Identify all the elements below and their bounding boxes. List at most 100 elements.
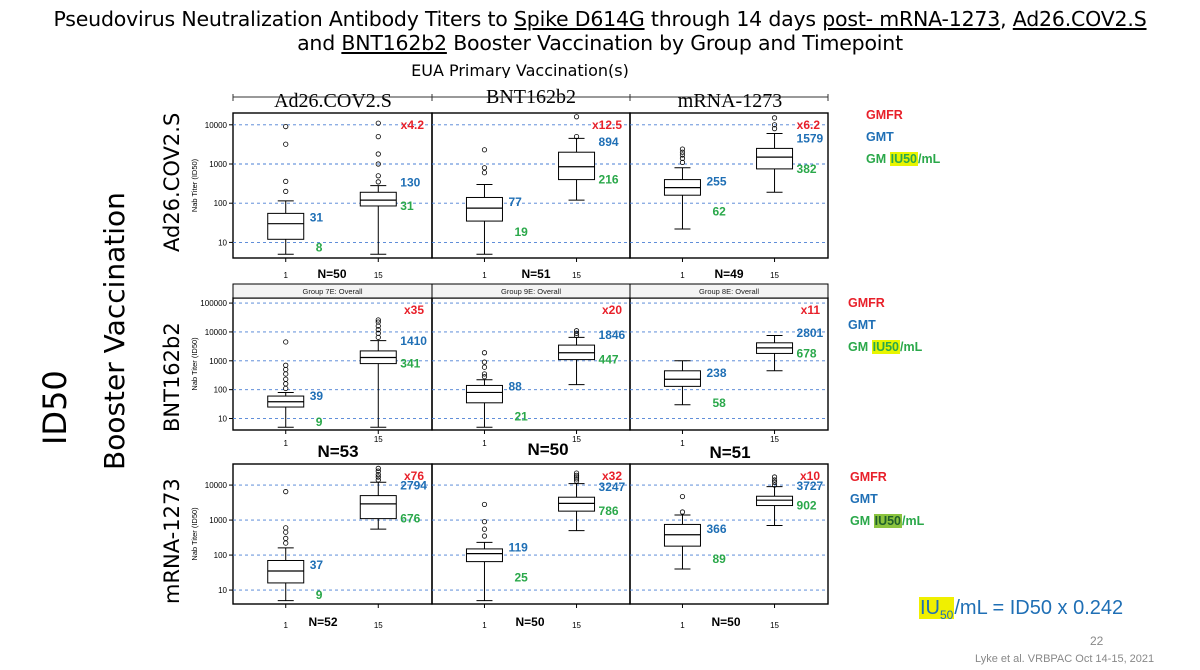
x-tick-label: 1 — [284, 621, 289, 630]
col-header-ad26: Ad26.COV2.S — [274, 90, 392, 112]
box-iqr — [756, 147, 794, 170]
gmt-day15: 3727 — [797, 479, 824, 493]
gmfr-label: x11 — [801, 303, 821, 317]
n-label-r2c3: N=51 — [709, 443, 751, 462]
gmt-day1: 37 — [310, 558, 324, 572]
col-header-mrna: mRNA-1273 — [677, 90, 783, 112]
y-tick-label: 10 — [218, 238, 227, 247]
y-axis-label: Nab Titer (ID50) — [190, 158, 199, 212]
outlier-point — [481, 374, 488, 380]
box-iqr — [663, 370, 701, 387]
x-tick-label: 15 — [374, 271, 383, 280]
group-strip-label: Group 7E: Overall — [302, 287, 362, 296]
y-tick-label: 100 — [214, 551, 228, 560]
outlier-point — [283, 381, 289, 387]
x-tick-label: 1 — [284, 439, 289, 448]
legend-gmfr-2: GMFR — [848, 296, 885, 310]
outlier-point — [481, 147, 488, 153]
title-and: and — [297, 31, 342, 55]
x-tick-label: 15 — [572, 621, 581, 630]
n-label-r1c3: N=49 — [714, 267, 744, 281]
y-tick-label: 10000 — [205, 328, 228, 337]
gm-day15: 786 — [599, 504, 619, 518]
outlier-point — [283, 489, 289, 495]
outlier-point — [283, 535, 289, 541]
outlier-point — [481, 501, 488, 508]
outlier-point — [375, 317, 381, 323]
outlier-point — [283, 371, 289, 377]
gm-day1: 58 — [712, 396, 726, 410]
outlier-point — [375, 468, 381, 474]
outlier-point — [573, 114, 580, 120]
outlier-point — [375, 134, 381, 140]
outlier-point — [283, 362, 289, 368]
legend-gmfr: GMFR — [866, 108, 903, 122]
y-tick-label: 1000 — [209, 516, 227, 525]
outlier-point — [375, 330, 381, 336]
gmt-day15: 130 — [400, 175, 420, 189]
outlier-point — [771, 474, 778, 480]
outlier-point — [771, 122, 778, 128]
gmt-day1: 255 — [706, 175, 726, 189]
outlier-point — [283, 188, 289, 195]
outlier-point — [481, 165, 488, 171]
legend-gm-suffix: /mL — [918, 152, 941, 166]
primary-header-clip: EUA Primary Vaccination(s) — [400, 64, 640, 78]
outlier-point — [573, 474, 580, 480]
group-strip-label: Group 8E: Overall — [699, 287, 759, 296]
outlier-point — [481, 359, 488, 365]
y-tick-label: 10 — [218, 415, 227, 424]
outlier-point — [679, 149, 686, 155]
legend-gm-suffix-2: /mL — [900, 340, 923, 354]
x-tick-label: 1 — [482, 621, 487, 630]
x-tick-label: 1 — [680, 271, 685, 280]
title-text-2: through 14 days — [644, 7, 823, 31]
outlier-point — [573, 476, 580, 482]
gm-day15: 678 — [797, 346, 817, 360]
slide-title: Pseudovirus Neutralization Antibody Tite… — [0, 6, 1200, 32]
outlier-point — [283, 376, 289, 382]
gmfr-label: x20 — [602, 303, 622, 317]
box-iqr — [359, 191, 397, 207]
legend-gm: GM IU50/mL — [866, 152, 940, 166]
box-iqr — [756, 495, 794, 507]
gm-day1: 62 — [712, 205, 726, 219]
x-tick-label: 1 — [680, 621, 685, 630]
y-tick-label: 1000 — [209, 357, 227, 366]
gmfr-label: x4.2 — [401, 118, 425, 132]
outlier-point — [283, 540, 289, 546]
gmt-day15: 3247 — [599, 480, 626, 494]
gmt-day1: 238 — [706, 366, 726, 380]
title-ad26: Ad26.COV2.S — [1012, 7, 1147, 31]
outlier-point — [283, 123, 289, 130]
y-axis-label: Nab Titer (ID50) — [190, 507, 199, 561]
outlier-point — [481, 519, 488, 525]
slide-title-line2: and BNT162b2 Booster Vaccination by Grou… — [0, 30, 1200, 56]
outlier-point — [573, 472, 580, 478]
legend-row2: GMFR GMT GM IU50/mL — [848, 296, 922, 354]
gm-day1: 9 — [316, 415, 323, 429]
legend-gm-prefix: GM — [866, 152, 890, 166]
legend-gmt-2: GMT — [848, 318, 876, 332]
gmfr-label: x12.5 — [592, 118, 622, 132]
outlier-point — [771, 482, 778, 488]
group-strip-label: Group 9E: Overall — [501, 287, 561, 296]
gmfr-label: x6.2 — [797, 118, 821, 132]
conversion-formula: IU50/mL = ID50 x 0.242 — [919, 597, 1123, 622]
title-spike: Spike D614G — [513, 7, 645, 31]
gm-day15: 31 — [400, 199, 414, 213]
gmt-day1: 119 — [508, 541, 528, 555]
outlier-point — [481, 526, 488, 532]
n-label-r3c3: N=50 — [711, 615, 741, 629]
gmfr-label: x35 — [404, 303, 424, 317]
x-tick-label: 1 — [482, 271, 487, 280]
n-label-r2c1: N=53 — [317, 442, 359, 461]
outlier-point — [771, 479, 778, 485]
outlier-point — [771, 125, 778, 132]
title-text-3: Booster Vaccination by Group and Timepoi… — [446, 31, 903, 55]
outlier-point — [573, 134, 580, 140]
y-tick-label: 100 — [214, 199, 228, 208]
title-text: Pseudovirus Neutralization Antibody Tite… — [53, 7, 514, 31]
y-tick-label: 100 — [214, 386, 228, 395]
n-label-r2c2: N=50 — [527, 440, 569, 459]
